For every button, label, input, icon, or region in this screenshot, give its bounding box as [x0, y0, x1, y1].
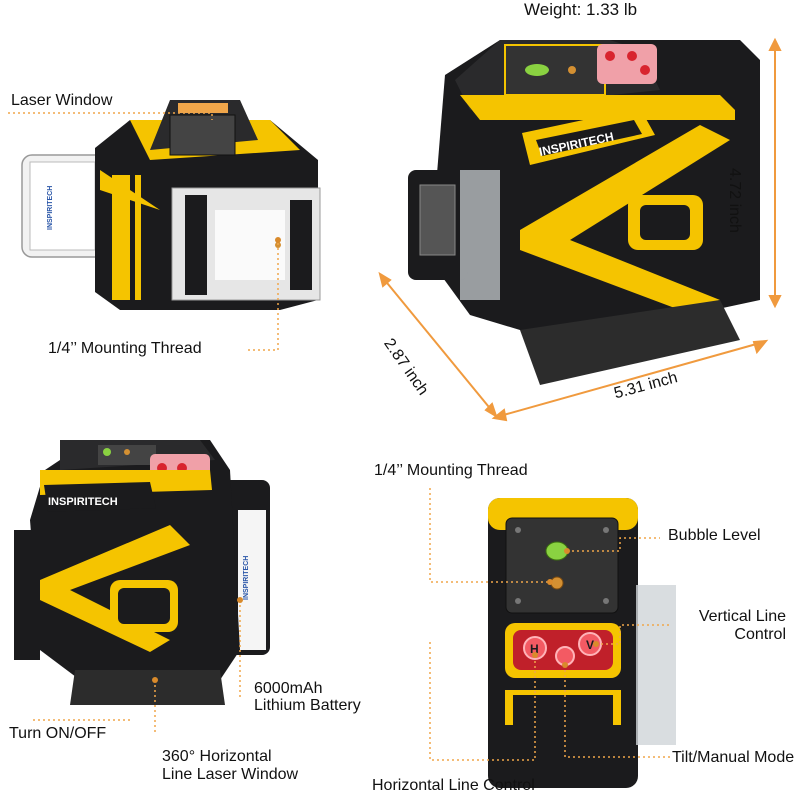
dimension-lines: [378, 37, 782, 422]
vertical-line-control-callout-line1: Vertical Line: [698, 608, 786, 625]
angled-view-laser-level: INSPIRITECH: [408, 40, 760, 385]
battery-callout-line2: Lithium Battery: [254, 697, 361, 714]
mounting-thread-callout-top: 1/4’’ Mounting Thread: [48, 340, 202, 357]
horizontal-window-callout-line2: Line Laser Window: [162, 766, 299, 783]
bubble-level-callout: Bubble Level: [668, 527, 761, 544]
turn-on-off-callout: Turn ON/OFF: [9, 725, 107, 742]
callout-dots: [152, 237, 599, 683]
vertical-button-label: V: [586, 638, 594, 652]
vertical-line-control-callout-line2: Control: [734, 626, 786, 643]
weight-label: Weight: 1.33 lb: [524, 0, 638, 19]
tilt-manual-mode-callout: Tilt/Manual Mode: [672, 749, 795, 766]
laser-window-callout: Laser Window: [11, 92, 113, 109]
horizontal-button-label: H: [530, 642, 539, 656]
height-dimension-label: 4.72 inch: [726, 168, 743, 233]
battery-label-brand: INSPIRITECH: [243, 556, 250, 600]
back-view-laser-level: INSPIRITECH: [21, 100, 321, 310]
brand-logo-side: INSPIRITECH: [48, 496, 118, 508]
mounting-thread-callout-bottom: 1/4’’ Mounting Thread: [374, 462, 528, 479]
horizontal-line-control-callout: Horizontal Line Control: [372, 777, 535, 794]
horizontal-window-callout-line1: 360° Horizontal: [162, 748, 272, 765]
callout-leaders: [8, 112, 672, 761]
battery-callout-line1: 6000mAh: [254, 680, 323, 697]
side-view-laser-level: INSPIRITECH INSPIRITECH: [14, 440, 270, 705]
battery-brand-text: INSPIRITECH: [47, 186, 54, 230]
top-view-laser-level: H V: [488, 498, 676, 788]
